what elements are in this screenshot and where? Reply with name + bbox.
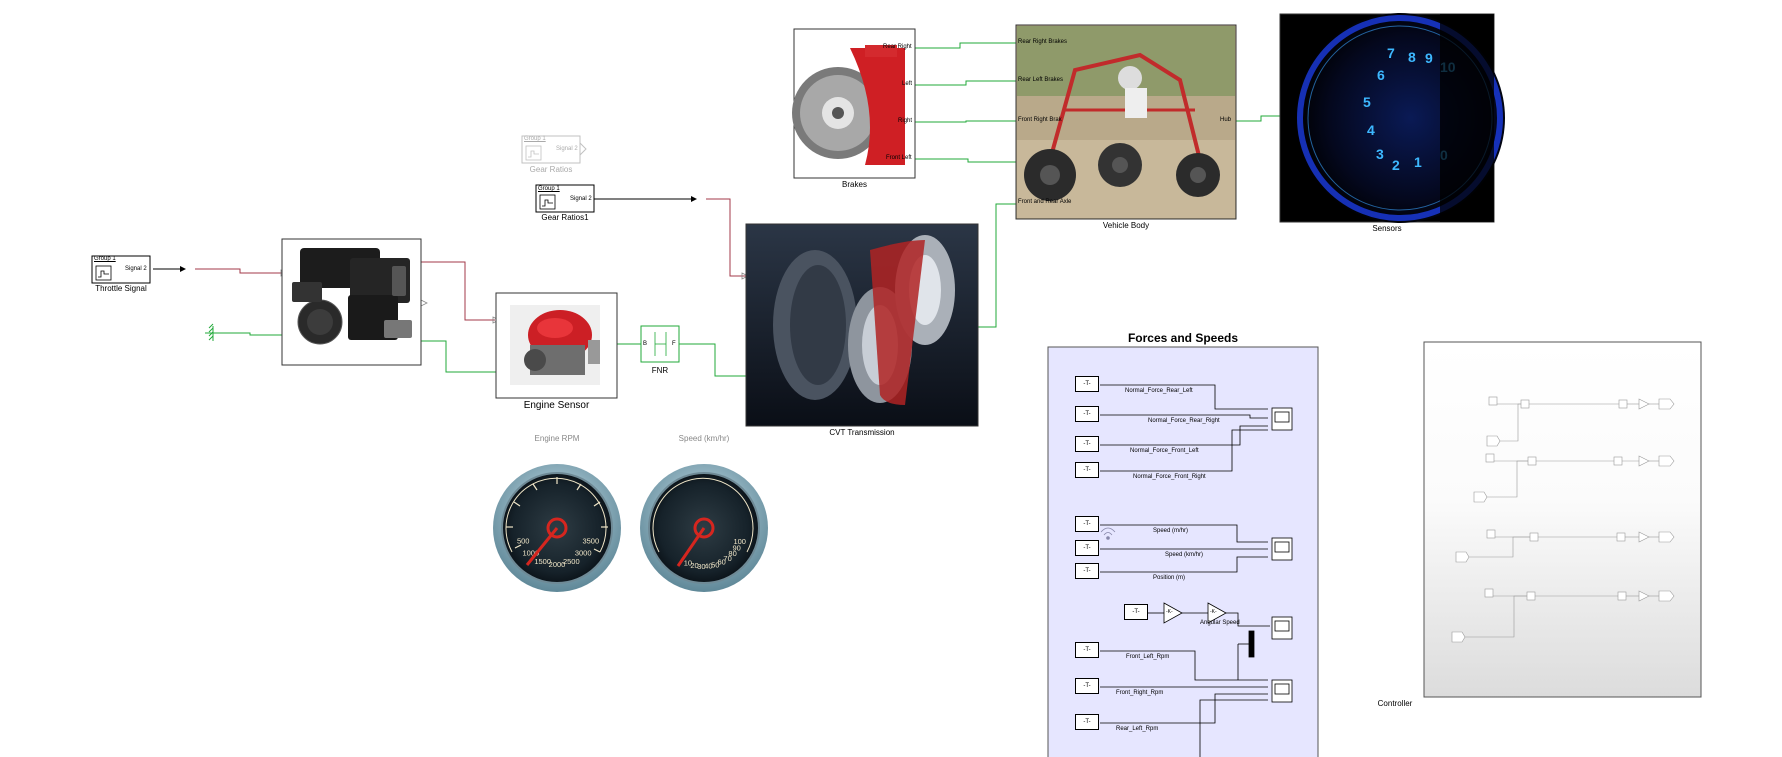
throttle-group-label: Group 1 — [94, 256, 116, 262]
body-port-rear-right: Rear Right Brakes — [1018, 39, 1068, 45]
forces-speeds-title: Forces and Speeds — [1127, 331, 1239, 345]
goto-tag-block[interactable]: -T- — [1075, 678, 1099, 694]
brakes-port-right: Right — [898, 118, 913, 124]
brakes-port-left: Left — [902, 81, 913, 87]
goto-tag-block[interactable]: -T- — [1075, 516, 1099, 532]
gauge-tick-label: 60 — [718, 558, 726, 567]
gain-block-label: -K- — [1210, 609, 1217, 615]
speed-gauge-label: Speed (km/hr) — [678, 434, 730, 443]
gauge-tick-label: 70 — [723, 554, 731, 563]
svg-text:8: 8 — [1408, 49, 1416, 65]
signal-name-label: Rear_Left_Rpm — [1116, 726, 1159, 732]
sensors-label: Sensors — [1372, 224, 1402, 233]
gauge-tick-label: 100 — [733, 537, 746, 546]
wireless-icon — [1100, 527, 1116, 540]
signal-name-label: Front_Right_Rpm — [1116, 690, 1164, 696]
gauge-tick-label: 40 — [704, 562, 712, 571]
svg-text:6: 6 — [1377, 67, 1385, 83]
fnr-label: FNR — [651, 366, 669, 375]
fnr-port-b: B — [643, 341, 648, 347]
gauge-tick-label: 80 — [728, 549, 736, 558]
engine-sensor-block[interactable] — [495, 292, 618, 399]
goto-tag-block[interactable]: -T- — [1075, 462, 1099, 478]
signal-name-label: Normal_Force_Rear_Right — [1148, 418, 1220, 424]
cvt-transmission-block[interactable] — [745, 223, 979, 427]
gauge-tick-label: 1500 — [534, 557, 551, 566]
signal-name-label: Front_Left_Rpm — [1126, 654, 1170, 660]
goto-tag-block[interactable]: -T- — [1075, 406, 1099, 422]
throttle-signal-port: Signal 2 — [125, 266, 147, 272]
gauge-tick-label: 90 — [733, 543, 741, 552]
gauge-tick-label: 3000 — [575, 549, 592, 558]
body-port-hub: Hub — [1220, 117, 1232, 123]
gauge-tick-label: 50 — [711, 560, 719, 569]
signal-name-label: Normal_Force_Front_Right — [1133, 474, 1206, 480]
body-port-rear-left: Rear Left Brakes — [1018, 77, 1064, 83]
controller-label: Controller — [1377, 699, 1413, 708]
gear-ratios-ghost-port: Signal 2 — [556, 146, 578, 152]
gear-ratios1-label: Gear Ratios1 — [541, 213, 589, 222]
gauge-tick-label: 500 — [517, 536, 530, 545]
body-port-axle: Front and Rear Axle — [1018, 199, 1072, 205]
gear-ratios-ghost-block[interactable] — [521, 135, 587, 164]
goto-tag-block[interactable]: -T- — [1075, 563, 1099, 579]
sensors-block[interactable]: 6 7 8 9 10 5 4 3 2 1 0 — [1279, 13, 1505, 223]
gear-ratios1-block[interactable] — [535, 184, 595, 213]
gauge-tick-label: 10 — [684, 558, 692, 567]
gauge-tick-label: 1000 — [522, 549, 539, 558]
goto-tag-block[interactable]: -T- — [1075, 714, 1099, 730]
signal-name-label: Normal_Force_Front_Left — [1130, 448, 1199, 454]
gauge-tick-label: 2500 — [563, 557, 580, 566]
physical-lines — [205, 42, 1292, 377]
gauge-tick-label: 2000 — [549, 560, 566, 569]
engine-rpm-label: Engine RPM — [534, 434, 580, 443]
gauge-tick-label: 20 — [690, 561, 698, 570]
gear-ratios1-port: Signal 2 — [570, 196, 592, 202]
engine-block[interactable] — [281, 238, 422, 366]
fnr-block[interactable] — [640, 325, 680, 363]
signal-lines — [153, 196, 749, 324]
svg-text:7: 7 — [1387, 45, 1395, 61]
goto-tag-block[interactable]: -T- — [1075, 642, 1099, 658]
body-port-front-right: Front Right Brak — [1018, 117, 1062, 123]
svg-text:9: 9 — [1425, 50, 1433, 66]
goto-tag-block[interactable]: -T- — [1075, 436, 1099, 452]
svg-text:1: 1 — [1414, 154, 1422, 170]
gauge-tick-label: 30 — [697, 562, 705, 571]
svg-text:2: 2 — [1392, 157, 1400, 173]
svg-text:5: 5 — [1363, 94, 1371, 110]
throttle-signal-block[interactable] — [91, 255, 151, 284]
gear-ratios-ghost-label: Gear Ratios — [529, 165, 573, 174]
goto-tag-block[interactable]: -T- — [1075, 540, 1099, 556]
signal-name-label: Normal_Force_Rear_Left — [1125, 388, 1193, 394]
svg-text:4: 4 — [1367, 122, 1375, 138]
signal-name-label: Angular Speed — [1200, 620, 1240, 626]
brakes-label: Brakes — [842, 180, 867, 189]
goto-tag-block[interactable]: -T- — [1075, 376, 1099, 392]
brakes-block[interactable] — [792, 28, 916, 179]
brakes-port-front-left: Front Left — [886, 155, 912, 161]
gauge-tick-label: 3500 — [582, 536, 599, 545]
brakes-port-rear-right: Rear Right — [883, 44, 912, 50]
controller-subsystem[interactable] — [1423, 341, 1702, 698]
vehicle-body-label: Vehicle Body — [1102, 221, 1150, 230]
vehicle-body-block[interactable] — [1015, 24, 1237, 220]
signal-name-label: Speed (m/hr) — [1153, 528, 1189, 534]
signal-name-label: Position (m) — [1153, 575, 1186, 581]
svg-text:3: 3 — [1376, 146, 1384, 162]
throttle-signal-label: Throttle Signal — [95, 284, 147, 293]
gear-ratios1-group: Group 1 — [538, 186, 560, 192]
signal-name-label: Speed (km/hr) — [1165, 552, 1204, 558]
goto-tag-block[interactable]: -T- — [1124, 604, 1148, 620]
gain-block-label: -K- — [1166, 609, 1173, 615]
gear-ratios-ghost-group: Group 1 — [524, 136, 546, 142]
cvt-label: CVT Transmission — [829, 428, 895, 437]
engine-sensor-label: Engine Sensor — [523, 400, 590, 411]
fnr-port-f: F — [672, 341, 676, 347]
